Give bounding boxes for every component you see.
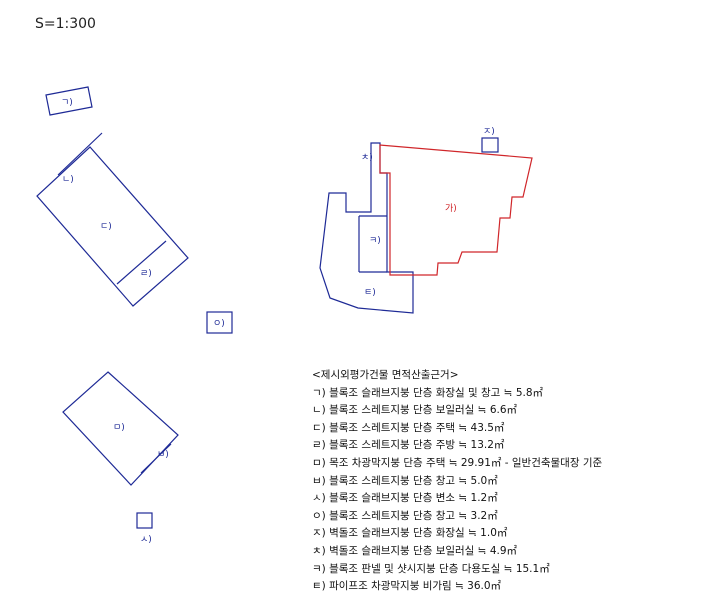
building-g	[45, 86, 93, 116]
legend-item-d: ㄷ) 블록조 스레트지붕 단층 주택 ≒ 43.5㎡	[312, 421, 505, 434]
label-t: ㅌ)	[364, 288, 376, 298]
legend-item-ch: ㅊ) 벽돌조 슬래브지붕 단층 보일러실 ≒ 4.9㎡	[312, 544, 518, 557]
legend-title: <제시외평가건물 면적산출근거>	[312, 369, 459, 381]
label-ga: 가)	[445, 203, 457, 214]
building-r-divider	[116, 240, 167, 285]
legend-item-s: ㅅ) 블록조 슬래브지붕 단층 변소 ≒ 1.2㎡	[312, 492, 498, 505]
legend-item-b: ㅂ) 블록조 스레트지붕 단층 창고 ≒ 5.0㎡	[312, 474, 498, 487]
building-j	[481, 137, 499, 153]
scale-label: S=1:300	[35, 16, 96, 32]
building-ga	[379, 144, 533, 276]
area-legend: <제시외평가건물 면적산출근거> ㄱ) 블록조 슬래브지붕 단층 화장실 및 창…	[312, 367, 602, 596]
legend-item-g: ㄱ) 블록조 슬래브지붕 단층 화장실 및 창고 ≒ 5.8㎡	[312, 386, 544, 399]
building-s	[136, 512, 153, 529]
label-k: ㅋ)	[369, 236, 381, 246]
label-g: ㄱ)	[61, 98, 73, 108]
legend-item-k: ㅋ) 블록조 판넬 및 샷시지붕 단층 다용도실 ≒ 15.1㎡	[312, 562, 550, 575]
label-ch: ㅊ)	[361, 153, 373, 163]
building-b-divider	[140, 443, 172, 474]
legend-item-t: ㅌ) 파이프조 차광막지붕 비가림 ≒ 36.0㎡	[312, 580, 502, 593]
building-o	[206, 311, 233, 334]
legend-item-j: ㅈ) 벽돌조 슬래브지붕 단층 화장실 ≒ 1.0㎡	[312, 527, 508, 540]
legend-item-m: ㅁ) 목조 차광막지붕 단층 주택 ≒ 29.91㎡ - 일반건축물대장 기준	[312, 456, 603, 469]
building-n-divider	[57, 132, 103, 176]
building-mb	[62, 371, 179, 486]
label-b: ㅂ)	[157, 450, 169, 460]
label-r: ㄹ)	[140, 269, 152, 279]
building-ndr	[36, 146, 189, 307]
legend-item-r: ㄹ) 블록조 스레트지붕 단층 주방 ≒ 13.2㎡	[312, 439, 505, 452]
label-m: ㅁ)	[113, 423, 125, 433]
label-n: ㄴ)	[62, 175, 74, 185]
label-o: ㅇ)	[213, 319, 225, 329]
label-j: ㅈ)	[483, 127, 495, 137]
legend-item-o: ㅇ) 블록조 스레트지붕 단층 창고 ≒ 3.2㎡	[312, 509, 498, 522]
label-s: ㅅ)	[140, 535, 152, 545]
label-d: ㄷ)	[100, 222, 112, 232]
legend-item-n: ㄴ) 블록조 스레트지붕 단층 보일러실 ≒ 6.6㎡	[312, 404, 518, 417]
